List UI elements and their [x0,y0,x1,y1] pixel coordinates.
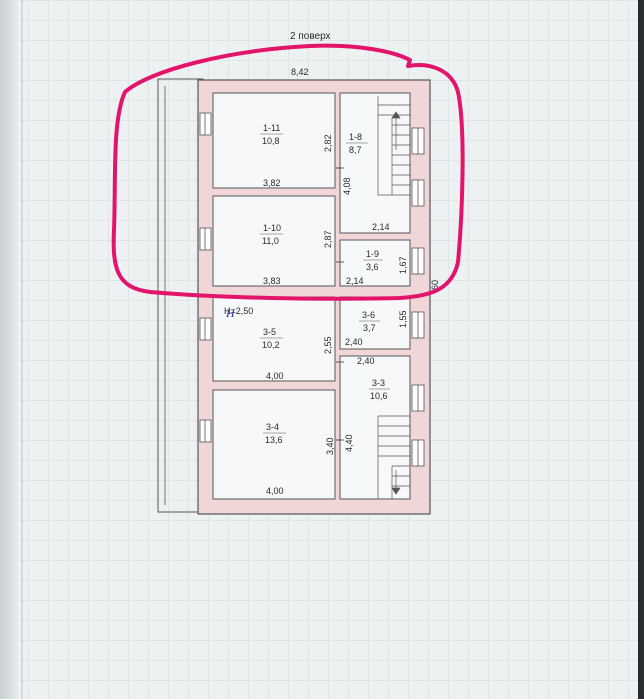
dim-3-83: 3,83 [263,276,281,286]
room-labels: 1-11 10,8 1-10 11,0 1-8 8,7 1-9 3,6 3-5 … [260,123,390,445]
dim-4-08: 4,08 [342,177,352,195]
dim-1-67: 1,67 [398,256,408,274]
room-3-5-area: 10,2 [262,340,280,350]
room-1-9-code: 1-9 [366,249,379,259]
room-1-11-area: 10,8 [262,136,280,146]
room-3-5-code: 3-5 [263,327,276,337]
room-1-11 [212,92,336,189]
room-3-3-code: 3-3 [372,378,385,388]
sheet-edge-shadow [0,0,18,699]
left-windows [199,112,212,443]
dim-4-00-lower: 4,00 [266,486,284,496]
dim-2-87: 2,87 [323,230,333,248]
dim-2-40-b: 2,40 [357,356,375,366]
room-1-10-code: 1-10 [263,223,281,233]
right-windows [411,127,425,467]
room-3-3 [339,355,411,500]
highlight-circle [111,43,465,301]
room-1-10-area: 11,0 [262,236,279,246]
room-3-4 [212,389,336,500]
handwritten-h-mark: Н [225,306,236,320]
room-1-10 [212,195,336,287]
dim-2-55: 2,55 [323,336,333,354]
dim-2-14-lower: 2,14 [346,276,364,286]
dim-1-55: 1,55 [398,310,408,328]
dim-2-40-a: 2,40 [345,337,363,347]
dim-4-00-upper: 4,00 [266,371,284,381]
room-1-9-area: 3,6 [366,262,379,272]
room-1-8-area: 8,7 [349,145,362,155]
dim-3-40: 3,40 [325,437,335,455]
dim-3-82: 3,82 [263,178,281,188]
height-note: Н=2,50 [224,306,253,316]
room-1-8 [339,92,411,234]
dim-2-82: 2,82 [323,134,333,152]
room-1-8-code: 1-8 [349,132,362,142]
room-3-4-code: 3-4 [266,422,279,432]
upper-staircase-icon [377,96,410,196]
lower-staircase-icon [377,415,410,499]
room-1-11-code: 1-11 [263,123,280,133]
overall-width-label: 8,42 [291,67,309,77]
room-3-6-code: 3-6 [362,310,375,320]
room-3-4-area: 13,6 [265,435,283,445]
door-ticks [336,167,344,441]
dim-60-right: 60 [430,280,440,290]
dim-2-14-upper: 2,14 [372,222,390,232]
floor-title: 2 поверх [290,31,331,42]
room-1-9 [339,239,411,287]
room-3-5 [212,296,336,382]
dimension-labels: 3,82 2,82 4,08 2,14 2,87 3,83 2,14 1,67 … [263,134,440,496]
dim-4-40: 4,40 [344,434,354,452]
room-3-6-area: 3,7 [363,323,376,333]
room-3-3-area: 10,6 [370,391,388,401]
